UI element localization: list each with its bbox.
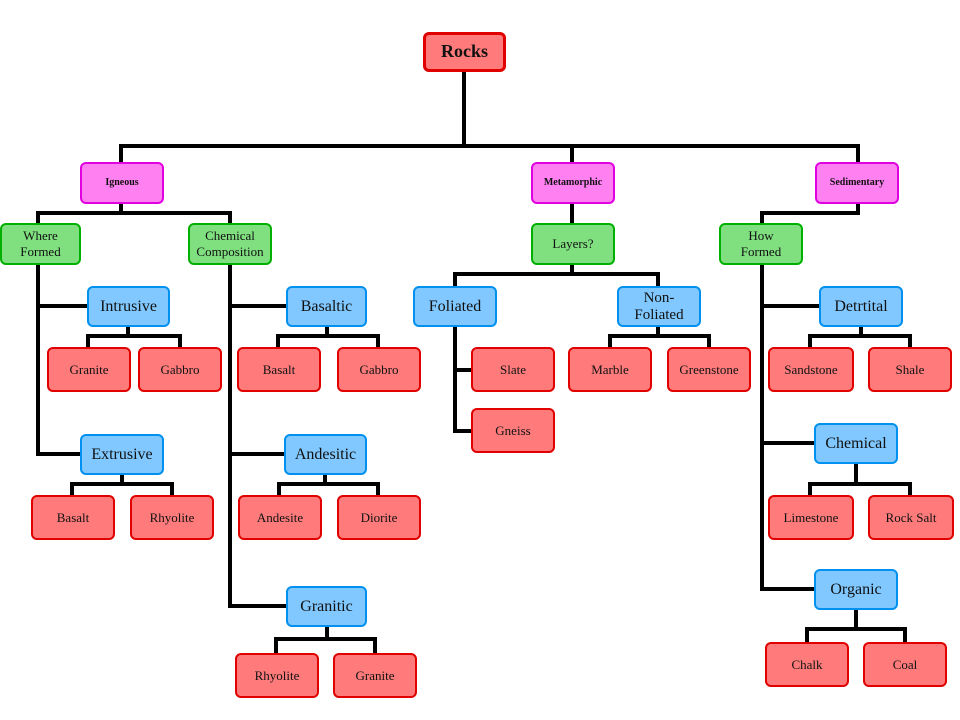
subtype-andesitic: Andesitic: [284, 434, 367, 475]
rock-basalt: Basalt: [31, 495, 115, 540]
category-sedimentary: Sedimentary: [815, 162, 899, 204]
rock-diorite: Diorite: [337, 495, 421, 540]
rock-gabbro: Gabbro: [138, 347, 222, 392]
rock-slate: Slate: [471, 347, 555, 392]
criterion-layers: Layers?: [531, 223, 615, 265]
rock-sandstone: Sandstone: [768, 347, 854, 392]
rock-gneiss: Gneiss: [471, 408, 555, 453]
subtype-granitic: Granitic: [286, 586, 367, 627]
rock-greenstone: Greenstone: [667, 347, 751, 392]
rock-marble: Marble: [568, 347, 652, 392]
subtype-detrtital: Detrtital: [819, 286, 903, 327]
rock-rhyolite: Rhyolite: [130, 495, 214, 540]
subtype-intrusive: Intrusive: [87, 286, 170, 327]
rock-chalk: Chalk: [765, 642, 849, 687]
rock-rhyolite: Rhyolite: [235, 653, 319, 698]
rock-gabbro: Gabbro: [337, 347, 421, 392]
rock-limestone: Limestone: [768, 495, 854, 540]
criterion-where-formed: Where Formed: [0, 223, 81, 265]
rock-shale: Shale: [868, 347, 952, 392]
subtype-non-foliated: Non- Foliated: [617, 286, 701, 327]
subtype-extrusive: Extrusive: [80, 434, 164, 475]
rock-granite: Granite: [47, 347, 131, 392]
subtype-basaltic: Basaltic: [286, 286, 367, 327]
category-igneous: Igneous: [80, 162, 164, 204]
root-node-rocks: Rocks: [423, 32, 506, 72]
criterion-chemical-composition: Chemical Composition: [188, 223, 272, 265]
rock-coal: Coal: [863, 642, 947, 687]
category-metamorphic: Metamorphic: [531, 162, 615, 204]
criterion-how-formed: How Formed: [719, 223, 803, 265]
subtype-organic: Organic: [814, 569, 898, 610]
rock-rock-salt: Rock Salt: [868, 495, 954, 540]
rock-andesite: Andesite: [238, 495, 322, 540]
rock-basalt: Basalt: [237, 347, 321, 392]
subtype-chemical: Chemical: [814, 423, 898, 464]
rock-granite: Granite: [333, 653, 417, 698]
subtype-foliated: Foliated: [413, 286, 497, 327]
